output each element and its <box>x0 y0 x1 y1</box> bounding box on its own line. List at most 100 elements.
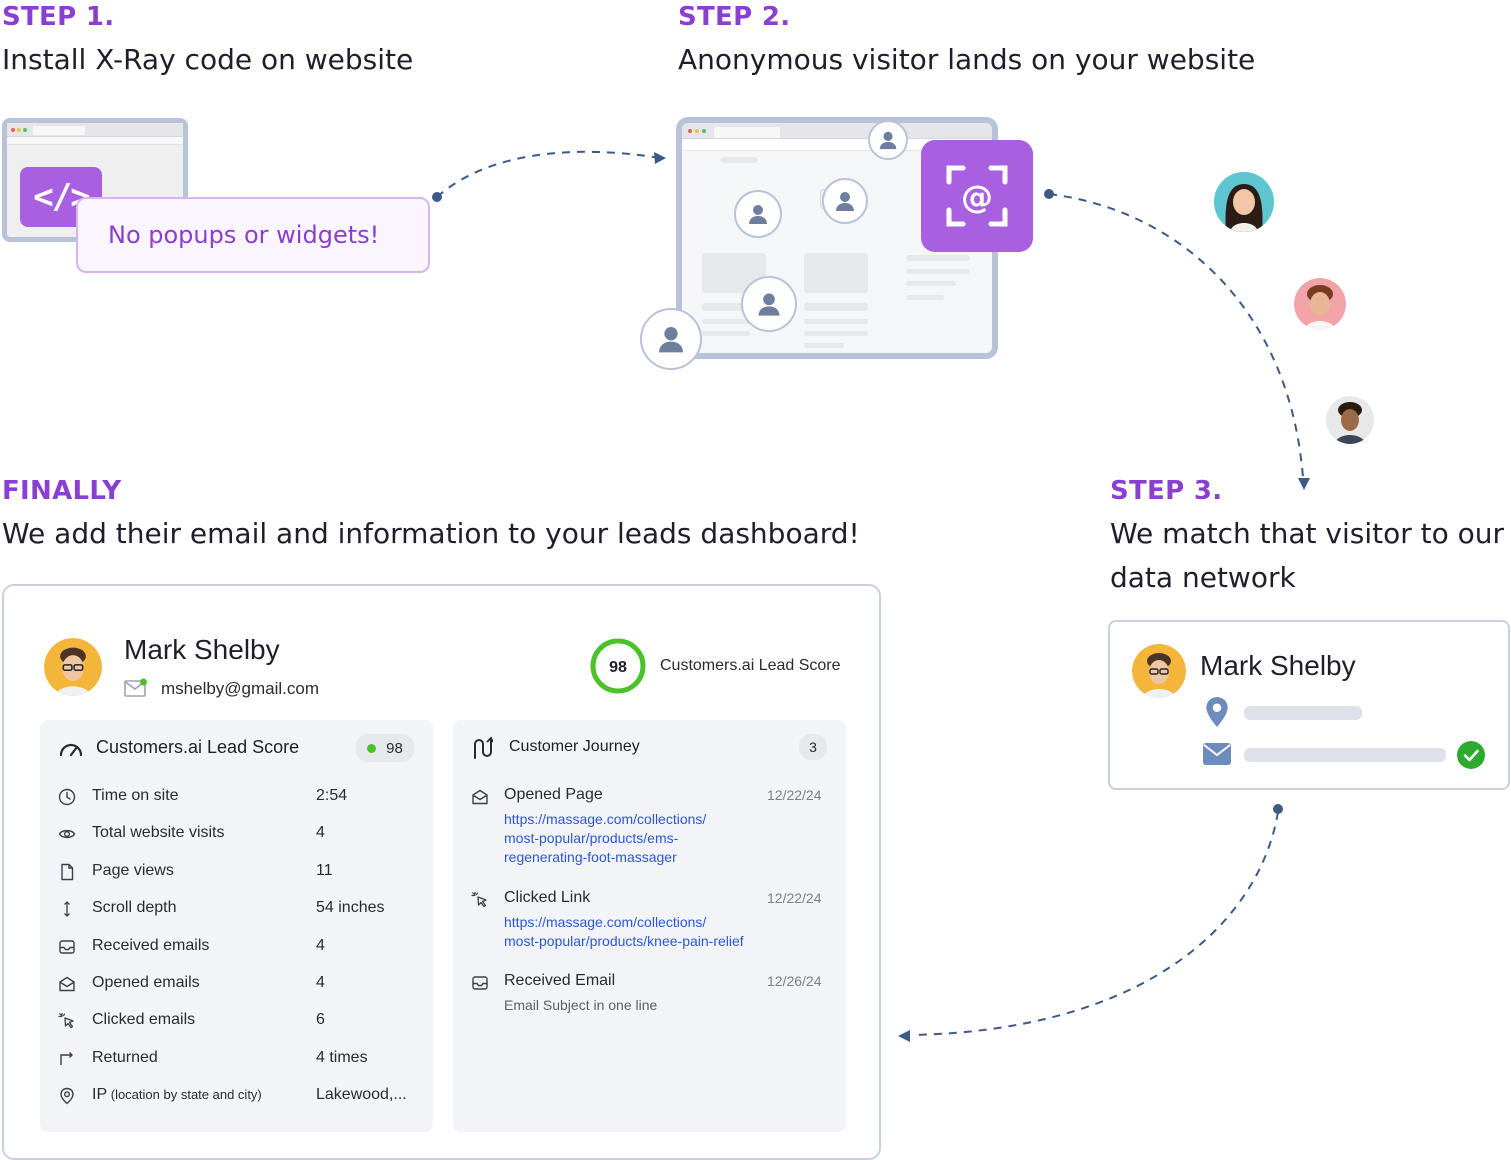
journey-event-title: Opened Page <box>504 786 603 803</box>
lead-score-ring: 98 <box>590 638 646 694</box>
arrow-start-dot-2 <box>1044 189 1054 199</box>
arrow-head-1 <box>654 152 666 164</box>
mail-icon <box>1203 743 1231 765</box>
lead-metric-value: Lakewood,... <box>316 1086 407 1104</box>
lead-metric-label: Page views <box>92 861 174 879</box>
finally-label: FINALLY <box>2 476 122 506</box>
step3-text-line1: We match that visitor to our <box>1110 517 1505 550</box>
return-arrow-icon <box>58 1050 76 1068</box>
finally-text: We add their email and information to yo… <box>2 517 860 550</box>
step1-text: Install X-Ray code on website <box>2 43 414 76</box>
match-card-name: Mark Shelby <box>1200 650 1356 681</box>
visitor-avatar-icon <box>822 178 868 224</box>
inbox-icon <box>58 938 76 956</box>
arrow-head-3 <box>898 1030 910 1042</box>
lead-metric-label: Opened emails <box>92 974 200 991</box>
received-email-icon <box>471 974 489 992</box>
arrow-head-2 <box>1298 478 1310 490</box>
lead-metric-value: 2:54 <box>316 787 348 804</box>
eye-icon <box>58 825 76 843</box>
browser-tab-bar <box>7 123 183 137</box>
open-page-icon <box>471 788 489 806</box>
envelope-status-icon <box>124 678 147 697</box>
lead-panel-title: Customers.ai Lead Score <box>96 737 300 757</box>
browser-url-bar <box>7 137 183 145</box>
placeholder-email-bar <box>1244 748 1446 762</box>
open-envelope-icon <box>58 975 76 993</box>
journey-event-date: 12/22/24 <box>767 890 822 906</box>
lead-metric-value: 54 inches <box>316 899 385 917</box>
step2-text: Anonymous visitor lands on your website <box>678 43 1256 76</box>
lead-metric-value: 4 <box>316 936 325 954</box>
step2-label: STEP 2. <box>678 2 791 32</box>
page-icon <box>58 863 76 881</box>
lead-panel-score: 98 <box>386 739 403 757</box>
visitor-avatar-icon <box>734 190 782 238</box>
browser-url-bar <box>682 139 992 151</box>
journey-event-link[interactable]: most-popular/products/ems- <box>504 830 679 846</box>
lead-metric-value: 4 <box>316 974 325 991</box>
step3-text-line2: data network <box>1110 561 1296 594</box>
leads-dashboard-card: Mark Shelby mshelby@gmail.com 98 Custome… <box>2 584 881 1160</box>
journey-event-subject: Email Subject in one line <box>504 997 658 1013</box>
visitor-avatar-icon <box>868 120 908 160</box>
scan-frame-icon: @ <box>946 165 1008 227</box>
browser-tab-bar <box>682 123 992 139</box>
person-avatar-woman <box>1214 172 1274 232</box>
lead-metric-value: 11 <box>316 861 333 879</box>
journey-event-link[interactable]: https://massage.com/collections/ <box>504 811 707 827</box>
svg-text:@: @ <box>961 178 993 216</box>
verified-check-icon <box>1457 741 1485 769</box>
email-capture-icon: @ <box>921 140 1033 252</box>
journey-event-link[interactable]: most-popular/products/knee-pain-relief <box>504 933 744 949</box>
lead-metric-label: Returned <box>92 1048 158 1066</box>
scroll-arrows-icon <box>58 900 76 918</box>
visitor-avatar-icon <box>640 308 702 370</box>
lead-metric-value: 6 <box>316 1011 325 1029</box>
location-pin-icon <box>58 1087 76 1105</box>
person-avatar-man <box>1326 396 1374 444</box>
speedometer-icon <box>59 743 83 757</box>
no-popups-badge: No popups or widgets! <box>76 197 430 273</box>
lead-name: Mark Shelby <box>124 634 280 665</box>
arrow-start-dot-3 <box>1273 804 1283 814</box>
lead-metric-label: Total website visits <box>92 824 225 842</box>
arrow-step2-to-step3 <box>1048 193 1304 479</box>
mark-shelby-avatar <box>1132 644 1186 698</box>
arrow-step3-to-finally <box>911 811 1279 1036</box>
journey-panel-title: Customer Journey <box>509 738 640 755</box>
lead-metric-value: 4 times <box>316 1048 368 1066</box>
step3-label: STEP 3. <box>1110 476 1223 506</box>
arrow-step1-to-step2 <box>436 150 661 198</box>
customer-journey-panel: Customer Journey 3 Opened Page 12/22/24 ht… <box>453 720 846 1132</box>
journey-event-title: Clicked Link <box>504 889 591 906</box>
match-card: Mark Shelby <box>1108 620 1510 790</box>
step1-label: STEP 1. <box>2 2 115 32</box>
journey-count: 3 <box>809 739 817 755</box>
person-avatar-woman <box>1294 278 1346 330</box>
lead-metric-label: Clicked emails <box>92 1011 196 1029</box>
lead-score-caption: Customers.ai Lead Score <box>660 657 841 674</box>
journey-event-link[interactable]: regenerating-foot-massager <box>504 849 677 865</box>
journey-event-link[interactable]: https://massage.com/collections/ <box>504 914 707 930</box>
no-popups-text: No popups or widgets! <box>108 221 380 249</box>
lead-email: mshelby@gmail.com <box>161 679 320 698</box>
visitor-avatar-icon <box>741 276 797 332</box>
lead-panel-score-pill: 98 <box>356 734 414 762</box>
journey-path-icon <box>474 736 493 759</box>
lead-metric-label-suffix: (location by state and city) <box>107 1087 262 1103</box>
lead-metric-label: IP (location by state and city) <box>92 1086 262 1104</box>
lead-metric-label: Received emails <box>92 936 210 954</box>
arrow-start-dot-1 <box>432 192 442 202</box>
clock-icon <box>58 788 76 806</box>
mark-shelby-avatar <box>44 638 102 696</box>
journey-count-pill: 3 <box>799 734 827 760</box>
placeholder-location-bar <box>1244 706 1362 720</box>
clicked-link-icon <box>471 891 489 909</box>
journey-event-title: Received Email <box>504 972 616 989</box>
journey-event-date: 12/26/24 <box>767 973 822 989</box>
lead-score-panel: Customers.ai Lead Score 98 Time on site 2… <box>40 720 433 1132</box>
lead-metric-label: Time on site <box>92 787 179 804</box>
journey-event-date: 12/22/24 <box>767 787 822 803</box>
